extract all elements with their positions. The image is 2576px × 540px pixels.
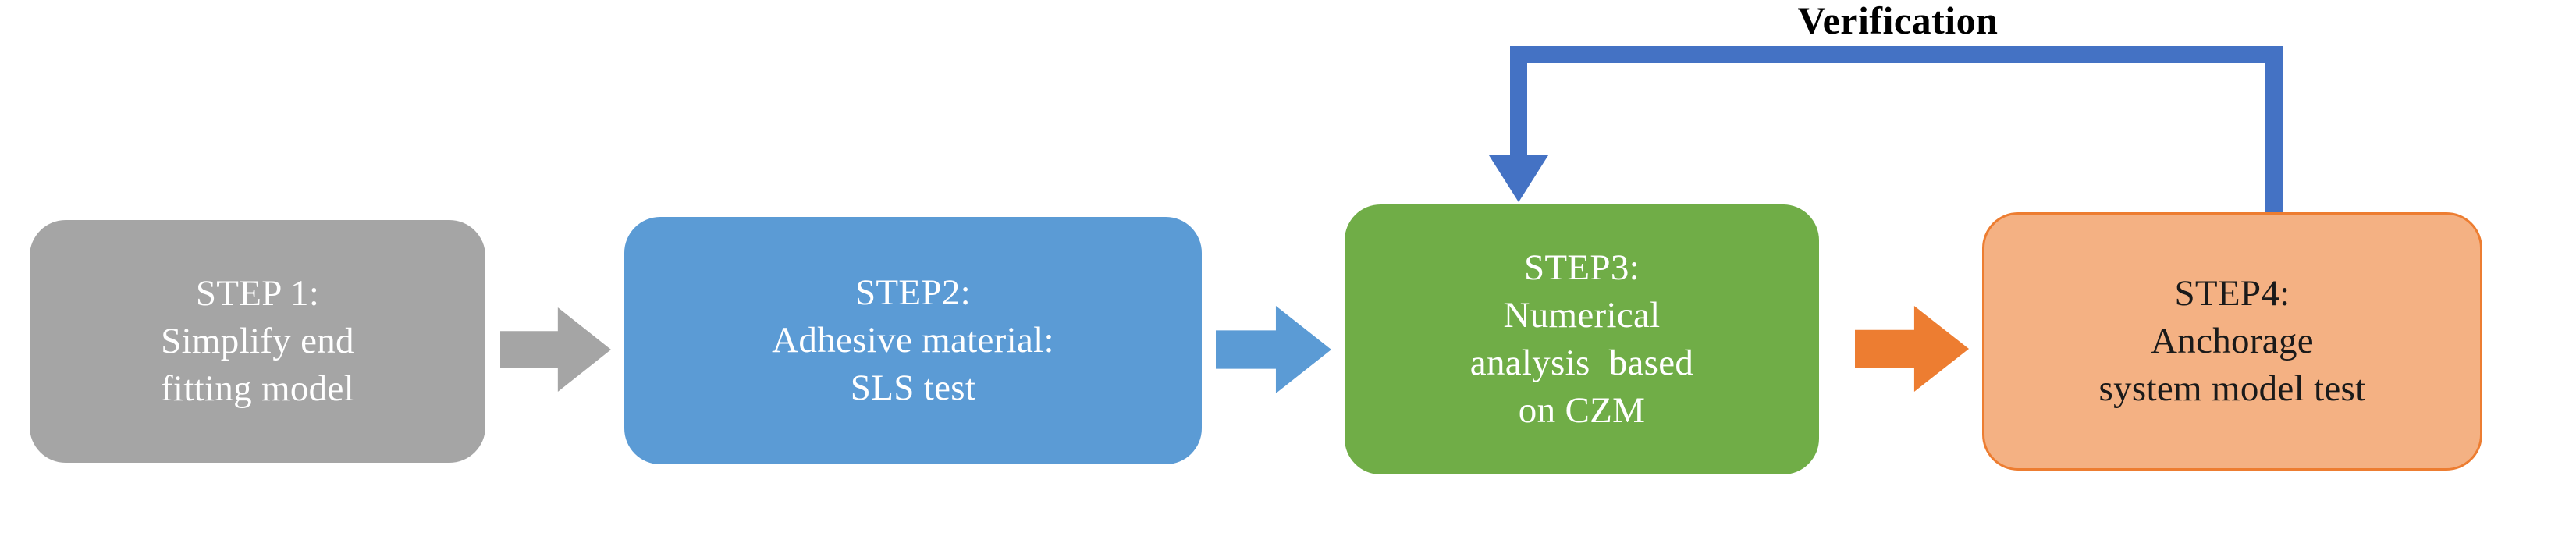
verification-connector-left-segment [1510,46,1527,161]
verification-arrowhead-icon [1489,155,1548,202]
step-4-line-2: Anchorage [2151,320,2314,361]
step-2-line-3: SLS test [850,368,976,409]
step-2-line-2: Adhesive material: [772,319,1054,361]
arrow-step1-to-step2-icon [500,307,611,392]
step-box-3[interactable]: STEP3: Numerical analysis based on CZM [1345,204,1819,474]
step-3-line-3: analysis based [1469,343,1694,383]
step-box-2[interactable]: STEP2: Adhesive material: SLS test [624,217,1202,464]
step-1-line-1: STEP 1: [195,272,320,314]
step-3-line-1: STEP3: [1523,247,1640,288]
verification-connector-top-segment [1510,46,2283,63]
arrow-step2-to-step3-icon [1216,306,1331,393]
step-1-line-3: fitting model [160,368,354,410]
step-3-line-4: on CZM [1518,390,1646,432]
verification-connector-right-segment [2265,46,2283,218]
arrow-step3-to-step4-icon [1855,306,1969,392]
step-1-line-2: Simplify end [161,320,354,361]
verification-label: Verification [1797,0,1999,42]
step-box-1[interactable]: STEP 1: Simplify end fitting model [30,220,485,463]
step-3-line-2: Numerical [1503,294,1661,336]
step-4-line-1: STEP4: [2174,272,2290,314]
step-2-line-1: STEP2: [855,272,972,313]
step-4-line-3: system model test [2098,368,2366,410]
step-box-4[interactable]: STEP4: Anchorage system model test [1982,212,2482,471]
